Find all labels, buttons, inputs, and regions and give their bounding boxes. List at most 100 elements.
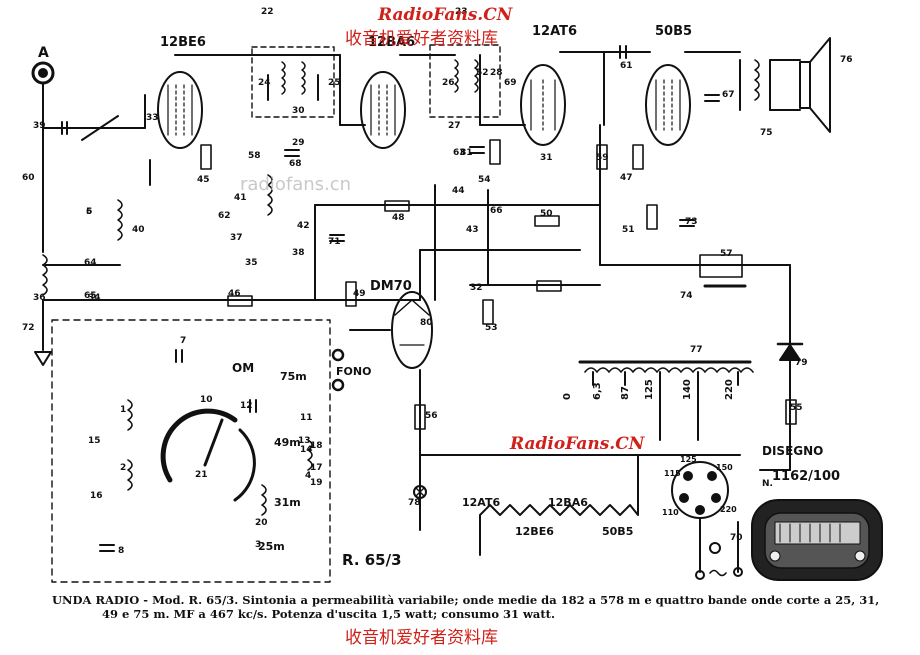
component-number-17: 17 xyxy=(310,463,323,473)
component-number-69: 69 xyxy=(504,78,517,88)
component-number-6: 6 xyxy=(86,207,92,217)
component-number-30: 30 xyxy=(292,106,305,116)
transformer-tap-label: 140 xyxy=(682,379,693,400)
component-number-74: 74 xyxy=(680,291,693,301)
mains-input xyxy=(695,521,743,580)
component-number-68: 68 xyxy=(289,159,302,169)
component-number-11: 11 xyxy=(300,413,313,423)
tube-v3-label: 12AT6 xyxy=(532,24,577,39)
component-number-15: 15 xyxy=(88,436,101,446)
speaker xyxy=(799,37,831,133)
fono-label: FONO xyxy=(336,365,371,378)
component-number-56: 56 xyxy=(425,411,438,421)
component-number-1: 1 xyxy=(120,405,126,415)
component-number-3: 3 xyxy=(255,540,261,550)
band-switch xyxy=(160,408,256,502)
component-number-76: 76 xyxy=(840,55,853,65)
transformer-tap-label: 0 xyxy=(562,393,573,400)
component-number-32: 32 xyxy=(470,283,483,293)
transformer-tap-label: 87 xyxy=(620,386,631,400)
component-number-27: 27 xyxy=(448,121,461,131)
voltage-selector xyxy=(671,461,729,561)
component-number-53: 53 xyxy=(485,323,498,333)
if-transformer-23 xyxy=(429,44,501,118)
watermark-faint: radiofans.cn xyxy=(240,174,351,195)
component-number-60: 60 xyxy=(22,173,35,183)
component-number-10: 10 xyxy=(200,395,213,405)
heater-chain xyxy=(479,454,639,556)
component-number-22: 22 xyxy=(261,7,274,17)
component-number-81: 81 xyxy=(460,148,473,158)
capacitors xyxy=(99,45,720,552)
component-number-26: 26 xyxy=(442,78,455,88)
component-number-7: 7 xyxy=(180,336,186,346)
component-number-42: 42 xyxy=(297,221,310,231)
component-number-72: 72 xyxy=(22,323,35,333)
component-number-79: 79 xyxy=(795,358,808,368)
wiring xyxy=(34,51,801,531)
component-number-33: 33 xyxy=(146,113,159,123)
component-number-51: 51 xyxy=(622,225,635,235)
component-number-41: 41 xyxy=(234,193,247,203)
caption-line-2: 49 e 75 m. MF a 467 kc/s. Potenza d'usci… xyxy=(102,607,555,621)
component-number-25: 25 xyxy=(328,78,341,88)
selector-tap-label: 220 xyxy=(720,505,737,514)
band-25-label: 25m xyxy=(258,540,285,553)
component-number-59: 59 xyxy=(596,153,609,163)
disegno-n-label: N. xyxy=(762,479,773,489)
filter-capacitor-block xyxy=(699,254,747,288)
transformer-tap-label: 6,3 xyxy=(592,382,603,400)
component-number-45: 45 xyxy=(197,175,210,185)
component-number-63: 63 xyxy=(453,148,466,158)
heater-12ba6-label: 12BA6 xyxy=(548,496,588,509)
component-number-16: 16 xyxy=(90,491,103,501)
component-number-70: 70 xyxy=(730,533,743,543)
selector-tap-label: 115 xyxy=(664,469,681,478)
om-label: OM xyxy=(232,361,254,375)
component-number-31: 31 xyxy=(540,153,553,163)
component-number-48: 48 xyxy=(392,213,405,223)
disegno-number: 1162/100 xyxy=(772,469,840,484)
tube-v4-label: 50B5 xyxy=(655,24,692,39)
component-number-29: 29 xyxy=(292,138,305,148)
selector-tap-label: 110 xyxy=(662,508,679,517)
watermarks: RadioFans.CN 收音机爱好者资料库 RadioFans.CN 收音机爱… xyxy=(240,5,646,648)
component-number-44: 44 xyxy=(452,186,465,196)
component-number-62: 62 xyxy=(218,211,231,221)
rectifier xyxy=(776,329,804,471)
fono-jacks xyxy=(331,348,345,392)
component-number-18: 18 xyxy=(310,441,323,451)
component-number-78: 78 xyxy=(408,498,421,508)
component-number-71: 71 xyxy=(328,237,341,247)
component-number-28: 28 xyxy=(490,68,503,78)
component-number-13: 13 xyxy=(298,436,311,446)
component-number-40: 40 xyxy=(132,225,145,235)
component-number-52: 52 xyxy=(476,68,489,78)
component-number-5: 5 xyxy=(86,207,92,217)
antenna-terminal xyxy=(31,61,55,253)
component-number-64: 64 xyxy=(84,258,97,268)
tube-v3 xyxy=(520,64,566,146)
coils xyxy=(42,59,760,516)
component-number-37: 37 xyxy=(230,233,243,243)
component-number-73: 73 xyxy=(685,217,698,227)
tuner-enclosure xyxy=(51,319,331,583)
tube-v4 xyxy=(645,64,691,146)
component-number-36: 36 xyxy=(33,293,46,303)
component-number-2: 2 xyxy=(120,463,126,473)
component-number-75: 75 xyxy=(760,128,773,138)
watermark-mid-site: RadioFans.CN xyxy=(509,434,646,454)
disegno-label: DISEGNO xyxy=(762,444,823,458)
tube-v2 xyxy=(360,71,406,149)
component-number-35: 35 xyxy=(245,258,258,268)
component-number-19: 19 xyxy=(310,478,323,488)
component-number-58: 58 xyxy=(248,151,261,161)
component-number-4: 4 xyxy=(305,471,311,481)
model-ref-label: R. 65/3 xyxy=(342,551,402,569)
component-number-21: 21 xyxy=(195,470,208,480)
